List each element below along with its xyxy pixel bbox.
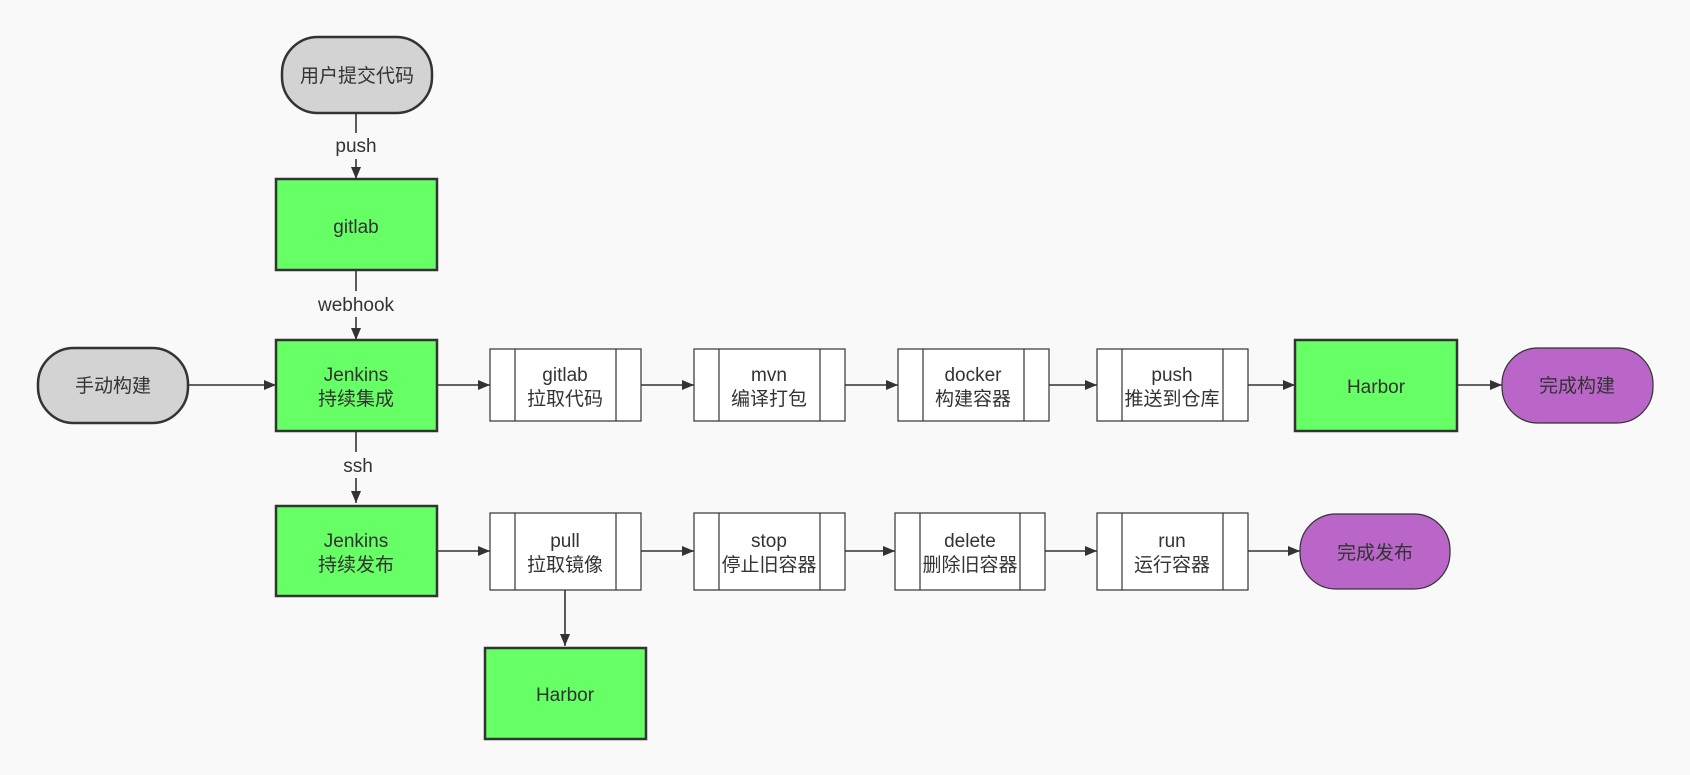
node-cd-stop: stop 停止旧容器 xyxy=(693,512,846,591)
node-cd-pull-line1: pull xyxy=(550,531,580,552)
node-ci-gitlab-pull-line2: 拉取代码 xyxy=(527,388,603,410)
node-gitlab: gitlab xyxy=(274,177,439,272)
node-jenkins-cd: Jenkins 持续发布 xyxy=(274,504,439,598)
node-harbor-ci: Harbor xyxy=(1293,338,1459,433)
node-manual-build: 手动构建 xyxy=(36,346,190,425)
node-deploy-done-label: 完成发布 xyxy=(1337,542,1413,564)
node-harbor-cd: Harbor xyxy=(483,646,648,741)
node-ci-docker-line1: docker xyxy=(944,365,1002,386)
node-jenkins-ci-line2: 持续集成 xyxy=(318,388,394,410)
node-cd-run-line2: 运行容器 xyxy=(1134,554,1210,576)
node-user-commit-label: 用户提交代码 xyxy=(300,65,414,87)
node-jenkins-cd-line2: 持续发布 xyxy=(318,554,394,576)
node-ci-docker-line2: 构建容器 xyxy=(935,388,1011,410)
node-cd-stop-line2: 停止旧容器 xyxy=(721,554,816,576)
node-manual-build-label: 手动构建 xyxy=(75,375,151,397)
node-ci-gitlab-pull-line1: gitlab xyxy=(542,365,587,386)
node-build-done-label: 完成构建 xyxy=(1539,375,1615,397)
node-jenkins-ci: Jenkins 持续集成 xyxy=(274,338,439,433)
node-ci-docker: docker 构建容器 xyxy=(897,348,1050,422)
edge-label-ssh: ssh xyxy=(343,456,373,477)
node-jenkins-ci-line1: Jenkins xyxy=(324,365,388,386)
node-ci-mvn-line1: mvn xyxy=(751,365,787,386)
node-ci-mvn: mvn 编译打包 xyxy=(693,348,846,422)
node-harbor-ci-label: Harbor xyxy=(1347,377,1406,398)
node-user-commit: 用户提交代码 xyxy=(280,35,434,115)
node-cd-pull: pull 拉取镜像 xyxy=(489,512,642,591)
node-ci-mvn-line2: 编译打包 xyxy=(731,388,807,410)
node-cd-delete-line2: 删除旧容器 xyxy=(922,554,1017,576)
node-cd-stop-line1: stop xyxy=(751,531,787,552)
node-cd-run: run 运行容器 xyxy=(1096,512,1249,591)
edges: push webhook ssh xyxy=(188,113,1502,646)
node-ci-push-line2: 推送到仓库 xyxy=(1124,388,1219,410)
node-cd-delete-line1: delete xyxy=(944,531,996,552)
node-cd-pull-line2: 拉取镜像 xyxy=(527,554,603,576)
node-deploy-done: 完成发布 xyxy=(1299,513,1451,590)
node-cd-run-line1: run xyxy=(1158,531,1185,552)
node-build-done: 完成构建 xyxy=(1501,347,1654,424)
node-cd-delete: delete 删除旧容器 xyxy=(894,512,1046,591)
node-ci-push-line1: push xyxy=(1151,365,1192,386)
edge-label-webhook: webhook xyxy=(317,295,395,316)
node-ci-gitlab-pull: gitlab 拉取代码 xyxy=(489,348,642,422)
node-gitlab-label: gitlab xyxy=(333,217,378,238)
node-ci-push: push 推送到仓库 xyxy=(1096,348,1249,422)
node-jenkins-cd-line1: Jenkins xyxy=(324,531,388,552)
node-harbor-cd-label: Harbor xyxy=(536,685,595,706)
edge-label-push: push xyxy=(335,136,376,157)
